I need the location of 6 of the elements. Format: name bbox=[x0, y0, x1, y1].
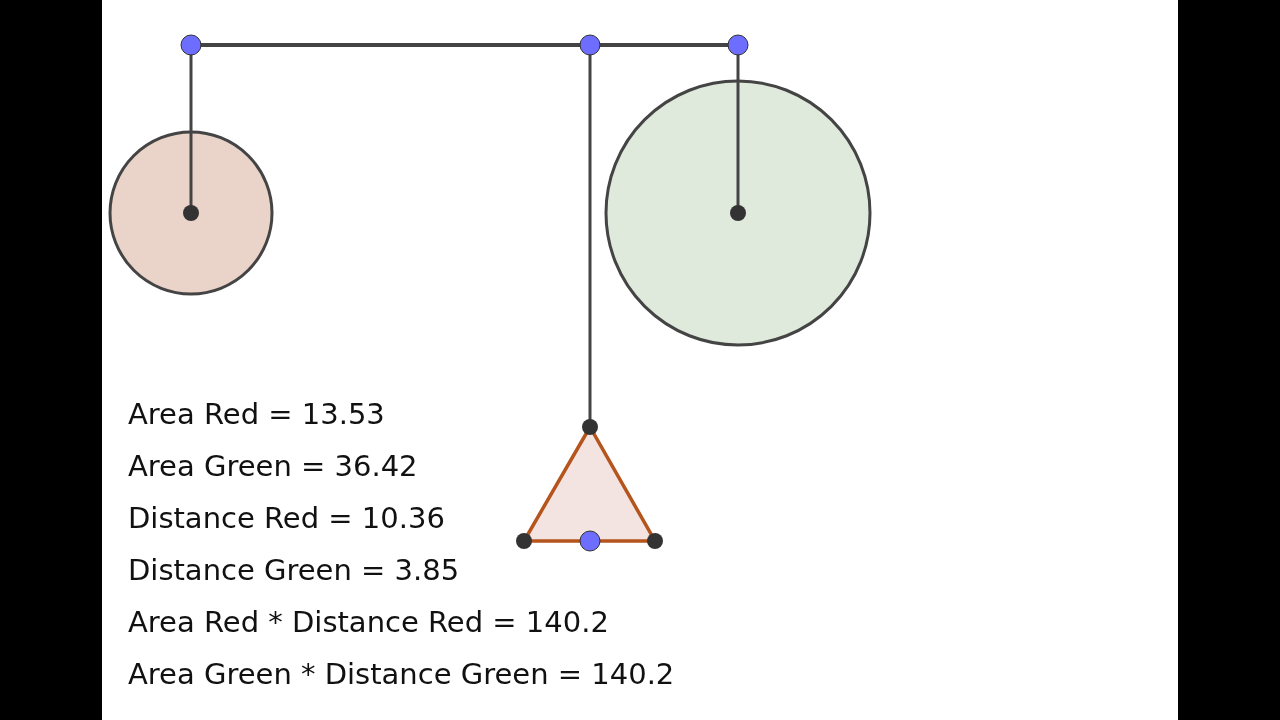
equation-text: Area Green = 36.42 bbox=[128, 448, 418, 484]
equation-text: Area Red = 13.53 bbox=[128, 396, 385, 432]
equation-text: Distance Red = 10.36 bbox=[128, 500, 445, 536]
equation-text: Distance Green = 3.85 bbox=[128, 552, 460, 588]
equation-text: Area Red * Distance Red = 140.2 bbox=[128, 604, 609, 640]
equation-text: Area Green * Distance Green = 140.2 bbox=[128, 656, 675, 692]
